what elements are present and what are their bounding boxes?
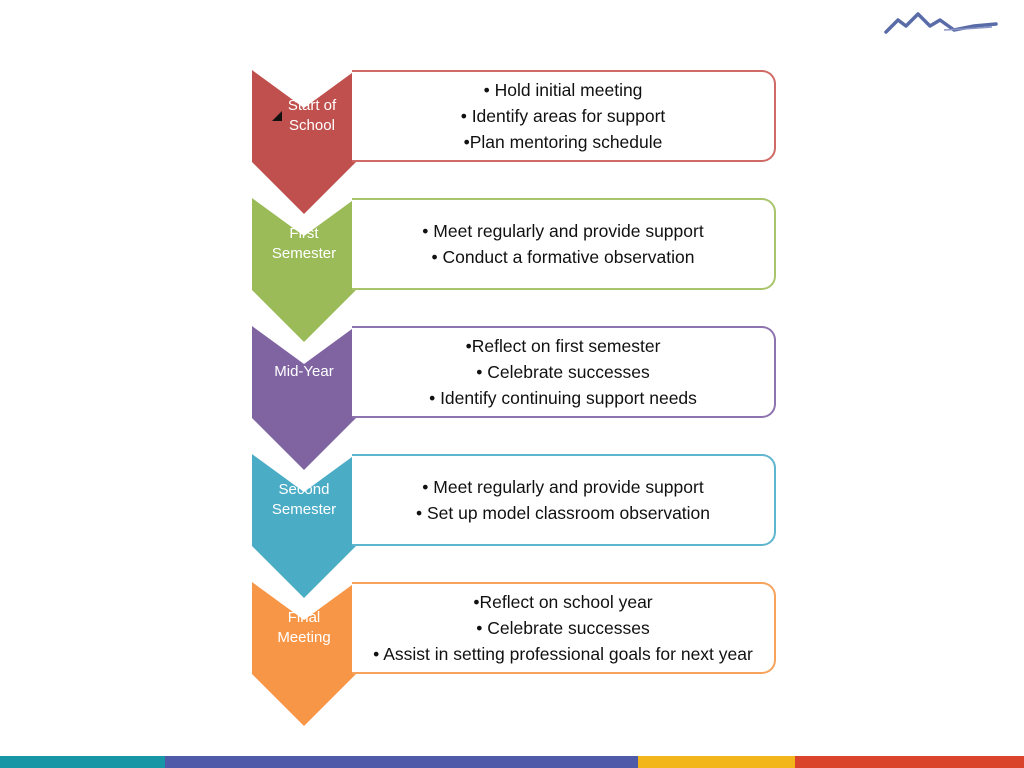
footer-color-bar xyxy=(0,756,1024,768)
stage-2: First Semester • Meet regularly and provi… xyxy=(252,198,778,342)
stage-label: Final Meeting xyxy=(277,609,331,646)
chevron-shape xyxy=(252,582,356,726)
bullet-item: • Meet regularly and provide support xyxy=(422,221,704,241)
stage-details-box: • Meet regularly and provide support • Se… xyxy=(352,454,776,546)
bullet-item: • Meet regularly and provide support xyxy=(422,477,704,497)
footer-bar-segment xyxy=(165,756,638,768)
stage-label: Start of School xyxy=(252,70,356,162)
footer-bar-segment xyxy=(795,756,1024,768)
stage-details-box: •Reflect on school year • Celebrate succe… xyxy=(352,582,776,674)
stage-chevron xyxy=(252,326,356,470)
stage-chevron xyxy=(252,70,356,214)
stage-chevron xyxy=(252,454,356,598)
stage-4: Second Semester • Meet regularly and prov… xyxy=(252,454,778,598)
bullet-item: •Reflect on first semester xyxy=(465,336,661,356)
chevron-shape xyxy=(252,70,356,214)
chevron-shape xyxy=(252,454,356,598)
footer-bar-segment xyxy=(0,756,165,768)
stage-chevron xyxy=(252,198,356,342)
stage-chevron xyxy=(252,582,356,726)
stage-1: Start of School • Hold initial meeting • I… xyxy=(252,70,778,214)
bullet-item: • Identify areas for support xyxy=(460,106,666,126)
bullet-item: • Conduct a formative observation xyxy=(431,247,695,267)
bullet-item: •Reflect on school year xyxy=(473,592,653,612)
bullet-item: • Set up model classroom observation xyxy=(415,503,711,523)
chevron-shape xyxy=(252,326,356,470)
chevron-shape xyxy=(252,198,356,342)
bullet-item: • Assist in setting professional goals f… xyxy=(373,644,753,664)
stage-details-box: •Reflect on first semester • Celebrate su… xyxy=(352,326,776,418)
bullet-item: • Celebrate successes xyxy=(476,362,650,382)
bullet-item: • Celebrate successes xyxy=(476,618,650,638)
stage-label: First Semester xyxy=(271,225,337,262)
bullet-item: •Plan mentoring schedule xyxy=(463,132,663,152)
stage-details-box: • Meet regularly and provide support • Co… xyxy=(352,198,776,290)
footer-bar-segment xyxy=(638,756,795,768)
stage-label: Mid-Year xyxy=(274,363,334,380)
mountain-logo-icon xyxy=(884,12,998,34)
corner-marker-icon xyxy=(271,111,282,121)
bullet-item: • Hold initial meeting xyxy=(483,80,643,100)
stage-label: Second Semester xyxy=(271,481,337,518)
stage-5: Final Meeting •Reflect on school year • Ce… xyxy=(252,582,778,726)
stage-details-box: • Hold initial meeting • Identify areas f… xyxy=(352,70,776,162)
stage-3: Mid-Year •Reflect on first semester • Cele… xyxy=(252,326,778,470)
bullet-item: • Identify continuing support needs xyxy=(429,388,697,408)
